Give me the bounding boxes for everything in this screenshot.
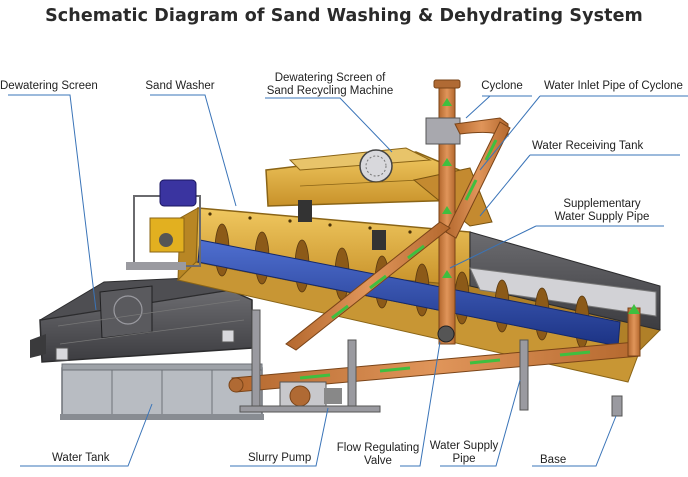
label-water-tank: Water Tank (52, 452, 110, 464)
diagram-title: Schematic Diagram of Sand Washing & Dehy… (45, 6, 643, 26)
label-recycling-screen-line2: Sand Recycling Machine (266, 85, 394, 97)
label-flow-valve-line1: Flow Regulating (336, 442, 420, 454)
label-water-inlet-pipe: Water Inlet Pipe of Cyclone (544, 80, 683, 92)
label-sand-washer: Sand Washer (145, 80, 215, 92)
label-base: Base (540, 454, 567, 466)
drive-motor (126, 179, 201, 270)
dewatering-screen (30, 275, 253, 363)
label-dewatering-screen: Dewatering Screen (0, 80, 98, 92)
slurry-pump (279, 381, 342, 409)
label-water-receiving-tank: Water Receiving Tank (532, 140, 644, 152)
support-frame (239, 309, 623, 417)
supplementary-water-pipe (285, 221, 451, 351)
label-slurry-pump: Slurry Pump (248, 452, 312, 464)
label-water-supply-line1: Water Supply (429, 440, 499, 452)
cyclone (425, 79, 509, 345)
water-tank (60, 363, 264, 420)
label-water-supply-line2: Pipe (452, 453, 476, 465)
leader-lines (8, 94, 688, 467)
recycling-dewatering-screen (265, 147, 465, 250)
label-flow-valve-line2: Valve (364, 455, 392, 467)
cyclone-inlet-pipe (445, 121, 511, 239)
label-supplementary-line1: Supplementary (563, 198, 641, 210)
label-recycling-screen-line1: Dewatering Screen of (274, 72, 386, 84)
label-cyclone: Cyclone (481, 80, 523, 92)
label-supplementary-line2: Water Supply Pipe (554, 211, 650, 223)
